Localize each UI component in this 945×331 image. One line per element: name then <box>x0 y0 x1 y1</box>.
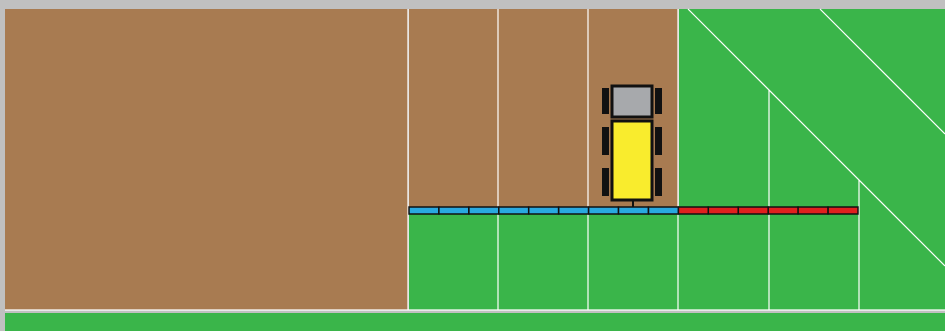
wheel-front-left <box>602 88 609 114</box>
boom-section-inactive <box>798 207 828 214</box>
boom-section-active <box>529 207 559 214</box>
tractor-icon <box>602 86 662 207</box>
spray-boom <box>409 207 858 214</box>
boom-section-active <box>619 207 649 214</box>
treated-area-below-boom <box>409 212 945 310</box>
boom-section-inactive <box>678 207 708 214</box>
wheel-mid-left <box>602 127 609 155</box>
boom-section-inactive <box>768 207 798 214</box>
boom-section-active <box>469 207 499 214</box>
spray-tank <box>612 121 652 200</box>
boom-section-active <box>589 207 619 214</box>
boom-section-active <box>499 207 529 214</box>
boom-section-active <box>409 207 439 214</box>
tractor-cab <box>612 86 652 117</box>
wheel-rear-right <box>655 168 662 196</box>
boom-section-inactive <box>708 207 738 214</box>
boom-section-active <box>559 207 589 214</box>
wheel-front-right <box>655 88 662 114</box>
wheel-mid-right <box>655 127 662 155</box>
boom-section-active <box>439 207 469 214</box>
boom-section-inactive <box>828 207 858 214</box>
field-bottom-strip <box>5 313 945 331</box>
boom-section-inactive <box>738 207 768 214</box>
wheel-rear-left <box>602 168 609 196</box>
boom-section-active <box>649 207 679 214</box>
soil-area-left <box>5 9 408 310</box>
